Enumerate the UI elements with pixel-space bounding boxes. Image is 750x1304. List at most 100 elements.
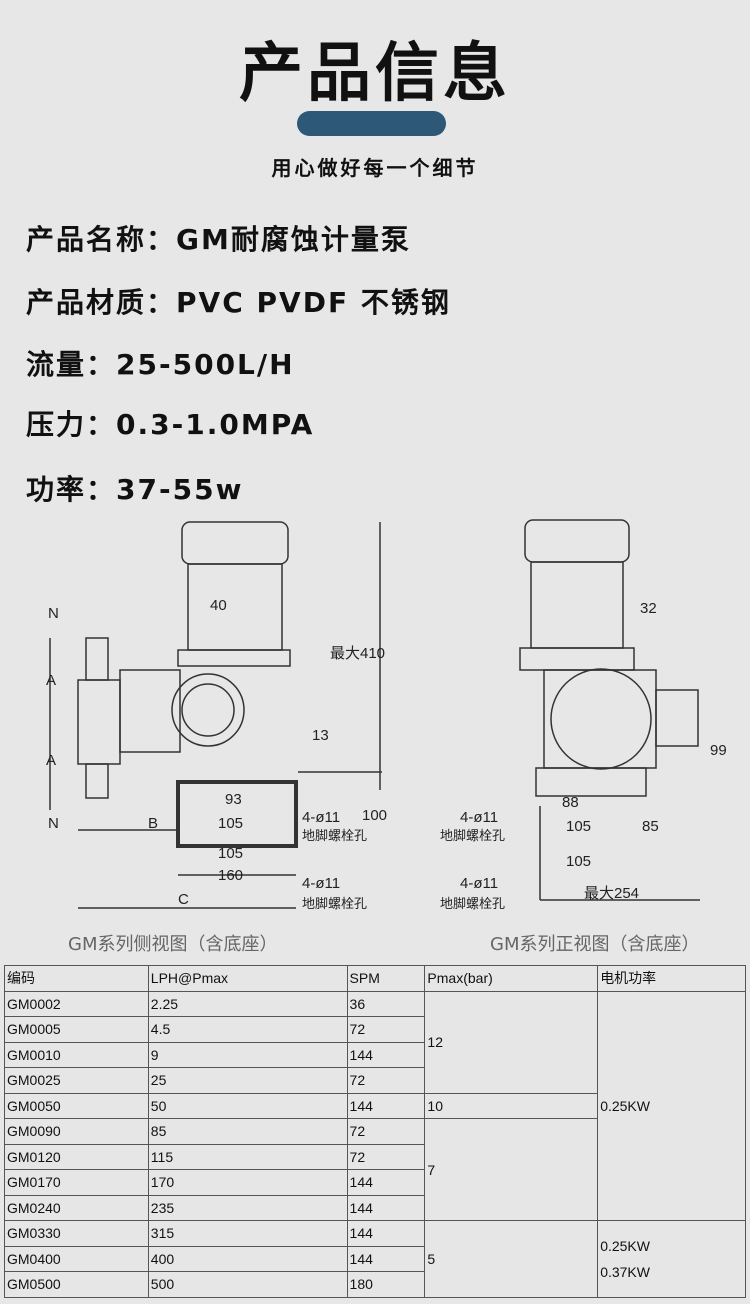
table-cell: 72 [346, 1067, 426, 1094]
table-cell: 144 [346, 1092, 426, 1119]
table-cell: 72 [346, 1118, 426, 1145]
svg-text:最大410: 最大410 [330, 645, 385, 662]
pmax-cell: 5 [424, 1220, 599, 1298]
svg-text:4-ø11: 4-ø11 [302, 875, 340, 892]
table-cell: 500 [147, 1271, 348, 1298]
svg-text:A: A [46, 672, 56, 689]
svg-text:4-ø11: 4-ø11 [460, 875, 498, 892]
svg-text:地脚螺栓孔: 地脚螺栓孔 [440, 828, 505, 843]
header-power: 电机功率 [597, 965, 746, 992]
svg-text:地脚螺栓孔: 地脚螺栓孔 [302, 896, 367, 911]
svg-text:105: 105 [218, 845, 243, 862]
svg-text:4-ø11: 4-ø11 [302, 809, 340, 826]
pmax-cell: 10 [424, 1092, 599, 1119]
page-title: 产品信息 [239, 37, 511, 111]
table-cell: 9 [147, 1041, 348, 1068]
spec-flow: 流量：25-500L/H [26, 348, 295, 381]
table-cell: 25 [147, 1067, 348, 1094]
side-view-drawing: 40 最大410 13 93 105 100 105 160 B C N N A… [46, 521, 387, 911]
svg-text:地脚螺栓孔: 地脚螺栓孔 [302, 828, 367, 843]
table-cell: 115 [147, 1143, 348, 1170]
svg-text:93: 93 [225, 791, 242, 808]
table-cell: 180 [346, 1271, 426, 1298]
table-cell: 72 [346, 1143, 426, 1170]
svg-text:A: A [46, 752, 56, 769]
svg-text:105: 105 [218, 815, 243, 832]
power-value: 0.25KW [600, 1237, 650, 1254]
table-cell: GM0330 [4, 1220, 149, 1247]
table-cell: 144 [346, 1041, 426, 1068]
table-cell: 72 [346, 1016, 426, 1043]
header-lph: LPH@Pmax [147, 965, 348, 992]
table-cell: GM0090 [4, 1118, 149, 1145]
svg-text:C: C [178, 891, 189, 908]
title-underline-bar [297, 111, 446, 136]
header-pmax: Pmax(bar) [424, 965, 599, 992]
table-cell: GM0002 [4, 990, 149, 1017]
spec-product-name: 产品名称：GM耐腐蚀计量泵 [26, 223, 411, 256]
table-cell: 36 [346, 990, 426, 1017]
table-header-row: 编码 LPH@Pmax SPM Pmax(bar) 电机功率 [4, 965, 746, 992]
svg-text:N: N [48, 815, 59, 832]
table-cell: 50 [147, 1092, 348, 1119]
svg-text:4-ø11: 4-ø11 [460, 809, 498, 826]
svg-text:N: N [48, 605, 59, 622]
table-cell: GM0050 [4, 1092, 149, 1119]
side-view-caption: GM系列侧视图（含底座） [68, 934, 278, 955]
svg-text:105: 105 [566, 853, 591, 870]
table-cell: 144 [346, 1220, 426, 1247]
front-view-caption: GM系列正视图（含底座） [490, 934, 700, 955]
table-cell: 170 [147, 1169, 348, 1196]
table-cell: 2.25 [147, 990, 348, 1017]
pmax-cell: 12 [424, 990, 599, 1094]
table-cell: 144 [346, 1169, 426, 1196]
table-cell: GM0170 [4, 1169, 149, 1196]
svg-text:32: 32 [640, 600, 657, 617]
svg-text:地脚螺栓孔: 地脚螺栓孔 [440, 896, 505, 911]
table-cell: GM0120 [4, 1143, 149, 1170]
header-spm: SPM [346, 965, 426, 992]
table-cell: 144 [346, 1245, 426, 1272]
table-cell: GM0010 [4, 1041, 149, 1068]
table-cell: GM0025 [4, 1067, 149, 1094]
spec-power: 功率：37-55w [26, 473, 244, 506]
power-value: 0.25KW [600, 1097, 650, 1114]
power-value: 0.37KW [600, 1263, 650, 1280]
table-cell: GM0005 [4, 1016, 149, 1043]
svg-text:99: 99 [710, 742, 727, 759]
svg-text:最大254: 最大254 [584, 885, 639, 902]
svg-text:13: 13 [312, 727, 329, 744]
table-cell: 144 [346, 1194, 426, 1221]
svg-text:B: B [148, 815, 158, 832]
power-cell: 0.25KW [597, 990, 746, 1221]
table-cell: 400 [147, 1245, 348, 1272]
pump-drawings: 40 最大410 13 93 105 100 105 160 B C N N A… [46, 519, 727, 911]
table-cell: 235 [147, 1194, 348, 1221]
table-cell: 85 [147, 1118, 348, 1145]
table-cell: 315 [147, 1220, 348, 1247]
subtitle: 用心做好每一个细节 [271, 156, 479, 180]
table-cell: GM0240 [4, 1194, 149, 1221]
front-view-drawing: 32 99 88 105 85 105 最大254 4-ø11 地脚螺栓孔 4-… [440, 519, 727, 911]
svg-text:88: 88 [562, 794, 579, 811]
svg-text:160: 160 [218, 867, 243, 884]
svg-text:105: 105 [566, 818, 591, 835]
pmax-cell: 7 [424, 1118, 599, 1221]
spec-pressure: 压力：0.3-1.0MPA [26, 408, 315, 441]
header-code: 编码 [4, 965, 149, 992]
table-cell: GM0400 [4, 1245, 149, 1272]
table-cell: 4.5 [147, 1016, 348, 1043]
